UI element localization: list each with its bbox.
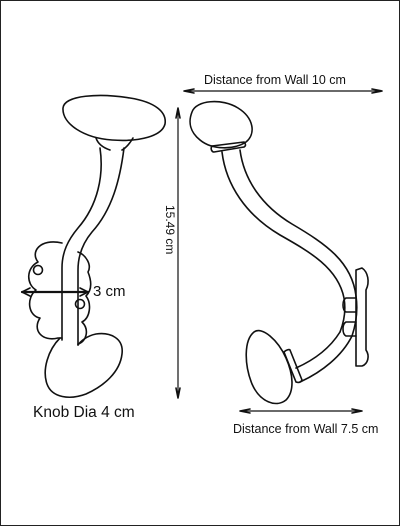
front-bottom-knob xyxy=(44,332,123,398)
width-label: 3 cm xyxy=(93,283,126,300)
side-screw-boss-top xyxy=(342,297,357,313)
height-dimension xyxy=(175,107,181,399)
wall-distance-75-dim xyxy=(239,408,363,414)
front-knob-neck xyxy=(95,137,134,151)
wall-distance-10-dim xyxy=(183,88,383,94)
height-label: 15.49 cm xyxy=(163,205,177,255)
front-stem-right xyxy=(77,147,125,346)
front-width-dim-arrow-left xyxy=(21,287,31,297)
front-view-hook xyxy=(20,94,166,398)
side-screw-boss-bottom xyxy=(342,321,357,337)
wall-distance-10-label: Distance from Wall 10 cm xyxy=(204,73,346,87)
side-wall-plate xyxy=(355,267,369,367)
side-lower-knob xyxy=(245,329,293,405)
front-stem-left xyxy=(61,147,102,341)
front-top-knob xyxy=(62,94,166,142)
wall-distance-75-label: Distance from Wall 7.5 cm xyxy=(233,422,379,436)
front-width-dim-arrow-right xyxy=(79,287,89,297)
front-back-plate xyxy=(27,241,92,345)
front-screw-hole-top xyxy=(32,264,44,276)
front-screw-hole-bottom xyxy=(74,298,86,310)
knob-diameter-label: Knob Dia 4 cm xyxy=(33,404,135,421)
side-view-hook xyxy=(189,100,369,405)
side-collar xyxy=(210,141,247,153)
side-arm-inner xyxy=(239,149,358,337)
side-lower-arm xyxy=(295,331,353,383)
side-top-knob xyxy=(189,100,253,149)
side-arm-outer xyxy=(221,151,346,333)
